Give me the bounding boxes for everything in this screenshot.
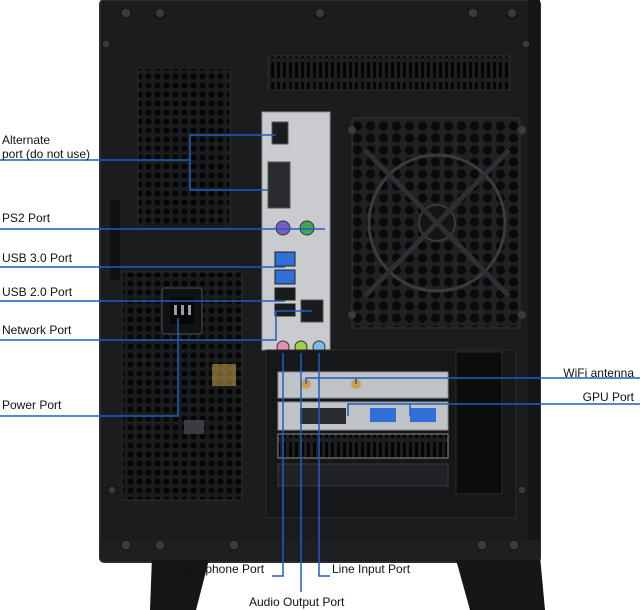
label-microphone-port: Microphone Port xyxy=(176,562,265,576)
empty-slot-cover xyxy=(277,463,449,487)
io-shield xyxy=(261,111,331,354)
exhaust-fan xyxy=(348,117,526,329)
side-bracket xyxy=(455,351,503,495)
label-ps2-port: PS2 Port xyxy=(2,211,51,225)
label-alternate-port-line2: port (do not use) xyxy=(2,147,91,161)
leader-power-port xyxy=(0,318,179,417)
leader-gpu-port xyxy=(347,403,640,416)
label-wifi-antenna: WiFi antenna xyxy=(563,366,634,380)
dvi-port xyxy=(267,161,291,209)
ps2-keyboard-port xyxy=(275,220,291,236)
leader-wifi-antenna xyxy=(305,377,640,384)
psu-label xyxy=(212,364,236,386)
usb2-port-a xyxy=(274,287,296,301)
gpu-vent-bracket xyxy=(277,433,449,459)
label-usb2-port: USB 2.0 Port xyxy=(2,285,73,299)
label-network-port: Network Port xyxy=(2,323,72,337)
psu-switch xyxy=(184,420,204,434)
gpu-dvi-port xyxy=(300,408,346,424)
label-alternate-port-line1: Alternate xyxy=(2,133,51,147)
top-vent xyxy=(267,55,511,91)
leader-alternate-port xyxy=(0,134,276,161)
label-power-port: Power Port xyxy=(2,398,62,412)
label-gpu-port: GPU Port xyxy=(582,390,634,404)
label-usb3-port: USB 3.0 Port xyxy=(2,251,73,265)
gpu-display-port-a xyxy=(370,408,396,422)
expansion-slots xyxy=(265,349,517,519)
leader-lines xyxy=(0,134,640,592)
case-slot xyxy=(110,200,120,280)
usb3-port-a xyxy=(274,251,296,267)
leader-network-port xyxy=(0,310,312,341)
label-line-input-port: Line Input Port xyxy=(332,562,411,576)
power-socket xyxy=(161,287,203,335)
label-audio-output-port: Audio Output Port xyxy=(249,595,345,609)
psu-upper-vent xyxy=(137,67,231,229)
leader-alternate-port-b xyxy=(189,160,268,191)
gpu-bracket xyxy=(277,401,449,431)
gpu-display-port-b xyxy=(410,408,436,422)
ps2-mouse-port xyxy=(299,220,315,236)
leader-line-input-port xyxy=(318,353,330,577)
usb3-port-b xyxy=(274,269,296,285)
hdmi-port xyxy=(271,121,289,145)
usb2-port-b xyxy=(274,303,296,317)
case-screws xyxy=(101,7,531,551)
left-foot xyxy=(150,556,210,610)
right-foot xyxy=(455,556,545,610)
leader-microphone-port xyxy=(272,353,284,577)
